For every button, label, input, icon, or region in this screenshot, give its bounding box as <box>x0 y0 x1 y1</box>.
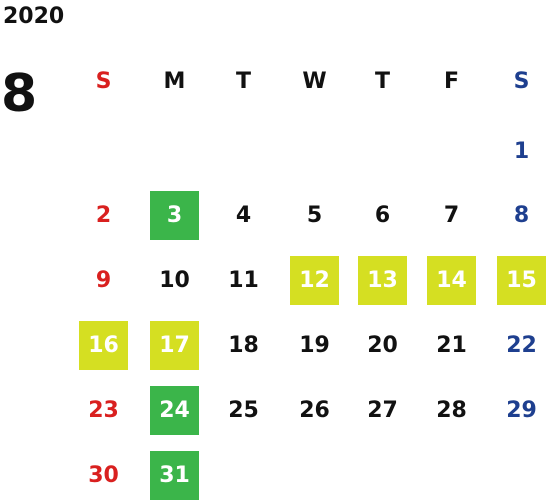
day-cell-6[interactable]: 6 <box>374 203 391 228</box>
day-cell-9[interactable]: 9 <box>95 268 112 293</box>
day-cell-18[interactable]: 18 <box>228 333 259 358</box>
day-cell-15[interactable]: 15 <box>497 256 546 305</box>
day-cell-19[interactable]: 19 <box>299 333 330 358</box>
day-cell-21[interactable]: 21 <box>436 333 467 358</box>
day-cell-8[interactable]: 8 <box>513 203 530 228</box>
day-cell-14[interactable]: 14 <box>427 256 476 305</box>
day-cell-25[interactable]: 25 <box>228 398 259 423</box>
day-cell-11[interactable]: 11 <box>228 268 259 293</box>
day-cell-10[interactable]: 10 <box>159 268 190 293</box>
day-cell-29[interactable]: 29 <box>506 398 537 423</box>
day-cell-24[interactable]: 24 <box>150 386 199 435</box>
day-cell-4[interactable]: 4 <box>235 203 252 228</box>
weekday-fri: F <box>443 69 460 94</box>
day-cell-17[interactable]: 17 <box>150 321 199 370</box>
day-cell-23[interactable]: 23 <box>88 398 119 423</box>
weekday-thu: T <box>374 69 390 94</box>
year-label: 2020 <box>3 4 65 29</box>
weekday-sat: S <box>513 69 530 94</box>
day-cell-13[interactable]: 13 <box>358 256 407 305</box>
weekday-mon: M <box>163 69 186 94</box>
day-cell-28[interactable]: 28 <box>436 398 467 423</box>
day-cell-26[interactable]: 26 <box>299 398 330 423</box>
day-cell-12[interactable]: 12 <box>290 256 339 305</box>
day-cell-20[interactable]: 20 <box>367 333 398 358</box>
day-cell-2[interactable]: 2 <box>95 203 112 228</box>
day-cell-1[interactable]: 1 <box>513 139 530 164</box>
day-cell-7[interactable]: 7 <box>443 203 460 228</box>
day-cell-3[interactable]: 3 <box>150 191 199 240</box>
day-cell-22[interactable]: 22 <box>506 333 537 358</box>
weekday-tue: T <box>235 69 251 94</box>
day-cell-5[interactable]: 5 <box>306 203 323 228</box>
weekday-wed: W <box>302 69 327 94</box>
day-cell-31[interactable]: 31 <box>150 451 199 500</box>
day-cell-27[interactable]: 27 <box>367 398 398 423</box>
weekday-sun: S <box>95 69 112 94</box>
month-label: 8 <box>1 64 38 124</box>
day-cell-16[interactable]: 16 <box>79 321 128 370</box>
day-cell-30[interactable]: 30 <box>88 463 119 488</box>
